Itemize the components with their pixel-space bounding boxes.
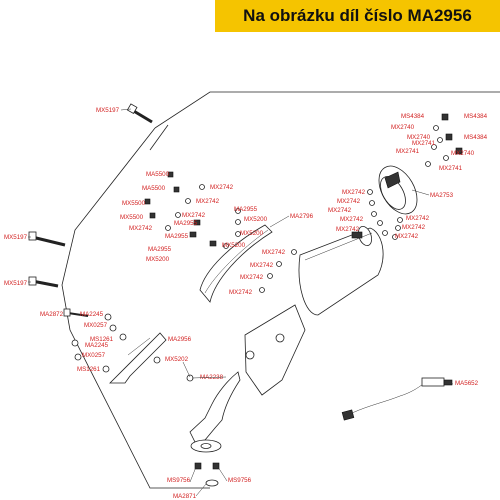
label-mx2742-d: MX2742 — [129, 225, 153, 232]
bolt-mx5197-middle — [28, 231, 66, 247]
heat-shield-ma2796 — [199, 224, 273, 303]
title-text: Na obrázku díl číslo MA2956 — [243, 6, 472, 25]
label-mx2742-o: MX2742 — [402, 224, 426, 231]
label-mx2742-a: MX2742 — [210, 184, 234, 191]
label-mx2742-k: MX2742 — [328, 207, 352, 214]
label-ma2956: MA2956 — [168, 336, 192, 343]
muffler-body — [298, 225, 384, 316]
diagram-frame — [61, 91, 500, 489]
bracket-ma2956 — [109, 332, 167, 384]
end-cap-ma2753 — [378, 165, 418, 215]
oxygen-sensor-ma5652 — [341, 377, 453, 421]
label-mx2740-c: MX2740 — [451, 150, 475, 157]
label-mx2741-a: MX2741 — [412, 140, 436, 147]
label-ma5500-b: MA5500 — [142, 185, 166, 192]
label-ma5652: MA5652 — [455, 380, 479, 387]
label-ms9756-a: MS9756 — [167, 477, 191, 484]
label-mx2742-c: MX2742 — [182, 212, 206, 219]
exhaust-header-pipe — [189, 304, 306, 453]
label-mx2742-i: MX2742 — [342, 189, 366, 196]
fasteners-top-cluster — [144, 113, 463, 487]
label-ma2872: MA2872 — [40, 311, 64, 318]
label-ma2871: MA2871 — [173, 493, 197, 500]
leader-lines — [28, 108, 454, 497]
label-ma2753: MA2753 — [430, 192, 454, 199]
label-ma2955-a: MA2955 — [234, 206, 258, 213]
label-mx5200-d: MX5200 — [146, 256, 170, 263]
label-ms4384-b: MS4384 — [464, 113, 488, 120]
part-labels: MX5197 MX5197 MX5197 MA2872 MA2245 MX025… — [4, 107, 488, 500]
label-mx5197-top: MX5197 — [96, 107, 120, 114]
label-ma2245-b: MA2245 — [85, 342, 109, 349]
label-mx5200-c: MX5200 — [222, 242, 246, 249]
label-ms4384-c: MS4384 — [464, 134, 488, 141]
label-ma5500-a: MA5500 — [146, 171, 170, 178]
label-ma2955-d: MA2955 — [148, 246, 172, 253]
label-mx2742-e: MX2742 — [262, 249, 286, 256]
label-mx2740-a: MX2740 — [391, 124, 415, 131]
label-ms4384-a: MS4384 — [401, 113, 425, 120]
bolt-mx5197-lower — [28, 276, 59, 288]
label-mx2742-f: MX2742 — [250, 262, 274, 269]
bolt-mx5197-top — [126, 103, 153, 124]
label-ma2955-c: MA2955 — [165, 233, 189, 240]
label-mx5500: MX5500 — [122, 200, 146, 207]
bolt-ma2872 — [63, 308, 89, 317]
label-mx2742-n: MX2742 — [406, 215, 430, 222]
label-mx2742-m: MX2742 — [336, 226, 360, 233]
label-mx0257: MX0257 — [84, 322, 108, 329]
label-mx5202: MX5202 — [165, 356, 189, 363]
label-ms9756-b: MS9756 — [228, 477, 252, 484]
label-mx2742-l: MX2742 — [340, 216, 364, 223]
label-ma2245: MA2245 — [80, 311, 104, 318]
label-mx5500-b: MX5500 — [120, 214, 144, 221]
label-mx2740-b: MX2740 — [407, 134, 431, 141]
label-ma2796: MA2796 — [290, 213, 314, 220]
label-mx5197-lower: MX5197 — [4, 280, 28, 287]
label-mx5200-a: MX5200 — [244, 216, 268, 223]
label-mx5197-middle: MX5197 — [4, 234, 28, 241]
label-mx2742-b: MX2742 — [196, 198, 220, 205]
label-mx2741-c: MX2741 — [439, 165, 463, 172]
washer-group-left — [71, 313, 194, 382]
label-mx0257-b: MX0257 — [82, 352, 106, 359]
label-mx2742-p: MX2742 — [395, 233, 419, 240]
label-mx2741-b: MX2741 — [396, 148, 420, 155]
label-mx2742-j: MX2742 — [337, 198, 361, 205]
label-mx2742-h: MX2742 — [229, 289, 253, 296]
label-ms1261-b: MS1261 — [77, 366, 101, 373]
label-mx2742-g: MX2742 — [240, 274, 264, 281]
label-ms1261: MS1261 — [90, 336, 114, 343]
title-banner: Na obrázku díl číslo MA2956 — [215, 0, 500, 32]
label-mx5200-b: MX5200 — [240, 230, 264, 237]
label-ma2955-b: MA2955 — [174, 220, 198, 227]
